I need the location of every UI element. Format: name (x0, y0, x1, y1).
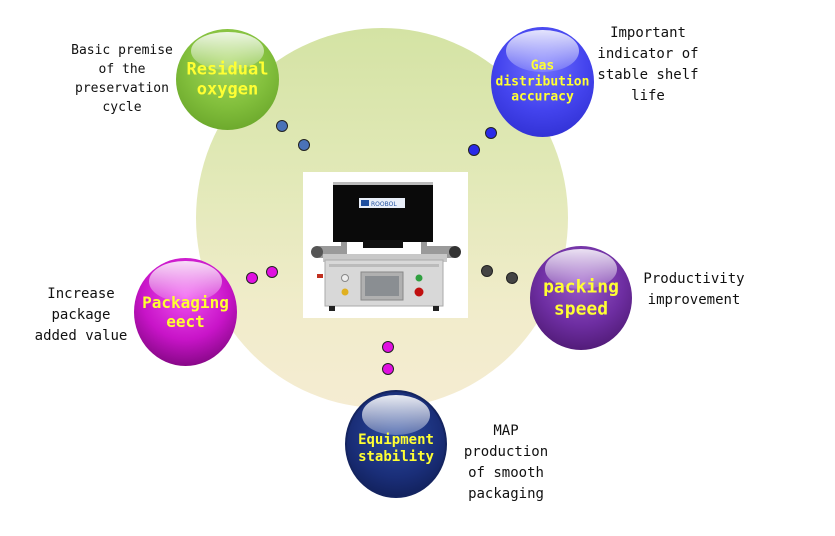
brand-plate (359, 198, 405, 208)
connector-dot-speed-2 (506, 272, 518, 284)
node-label: Residual oxygen (186, 59, 269, 100)
node-label: Gas distribution accuracy (495, 58, 590, 105)
node-note-equipment-stability: MAP production of smooth packaging (463, 423, 549, 502)
connector-dot-packaging-1 (246, 272, 258, 284)
sphere-highlight (506, 30, 579, 73)
connector-dot-gas-1 (485, 127, 497, 139)
sphere-highlight (545, 249, 617, 289)
sphere-highlight (149, 261, 222, 303)
sphere-highlight (191, 32, 264, 71)
machine-lid (333, 182, 433, 242)
touch-screen (365, 276, 399, 296)
node-note-gas-distribution: Important indicator of stable shelf life (597, 25, 699, 104)
node-residual-oxygen: Residual oxygen (176, 29, 279, 130)
svg-text:ROOBOL: ROOBOL (371, 201, 397, 208)
connector-dot-stability-1 (382, 341, 394, 353)
node-packaging-effect: Packaging eect (134, 258, 237, 366)
connector-dot-residual-2 (298, 139, 310, 151)
node-note-packaging-effect: Increase package added value (34, 286, 128, 344)
connector-dot-residual-1 (276, 120, 288, 132)
node-packing-speed: packing speed (530, 246, 632, 350)
connector-dot-stability-2 (382, 363, 394, 375)
connector-dot-packaging-2 (266, 266, 278, 278)
node-note-packing-speed: Productivity improvement (643, 271, 745, 308)
sphere-highlight (361, 395, 431, 435)
node-gas-distribution: Gas distribution accuracy (491, 27, 594, 137)
node-equipment-stability: Equipment stability (345, 390, 447, 498)
connector-dot-gas-2 (468, 144, 480, 156)
machine-image: ROOBOL (303, 172, 468, 318)
node-label: Packaging eect (142, 292, 229, 331)
node-label: Equipment stability (358, 432, 434, 466)
tray-sealer-illustration: ROOBOL (311, 182, 461, 311)
node-note-residual-oxygen: Basic premise of the preservation cycle (71, 43, 173, 115)
node-label: packing speed (543, 276, 619, 319)
connector-dot-speed-1 (481, 265, 493, 277)
